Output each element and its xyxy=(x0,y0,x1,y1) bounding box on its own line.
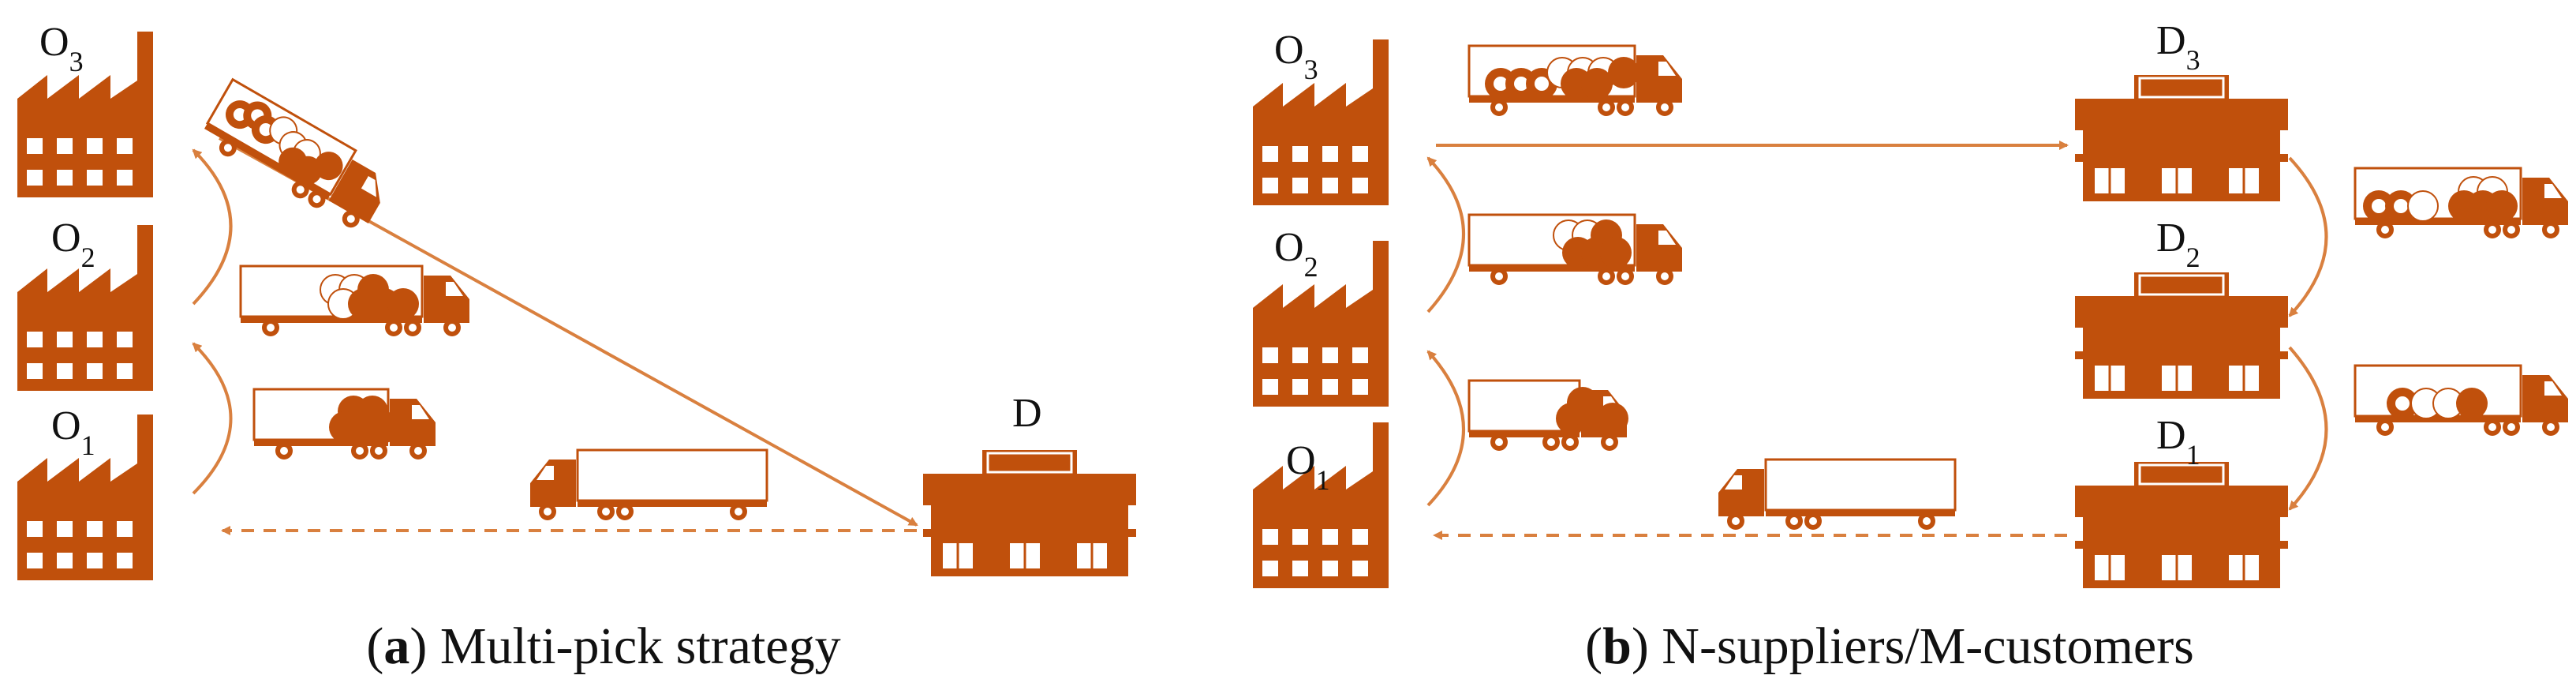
truck-loaded-o2-a xyxy=(239,264,469,336)
warehouse-d-a xyxy=(923,450,1136,576)
origin-label-o2-b: O2 xyxy=(1274,225,1318,283)
caption-a: (a) Multi-pick strategy xyxy=(366,617,840,675)
warehouse-d2-b xyxy=(2075,272,2288,399)
destination-label-d1-b: D1 xyxy=(2156,413,2200,471)
truck-loaded-o2-b xyxy=(1467,213,1682,285)
origin-label-o3-a: O3 xyxy=(39,20,84,77)
truck-empty-return-b xyxy=(1718,458,1957,530)
truck-partial-d3-d2-b xyxy=(2354,167,2568,238)
destination-label-d-a: D xyxy=(1012,391,1042,436)
origin-label-o1-b: O1 xyxy=(1286,438,1330,496)
factory-o3-a xyxy=(17,32,153,197)
factory-o3-b xyxy=(1253,39,1389,205)
origin-label-o1-a: O1 xyxy=(51,403,95,461)
warehouse-d1-b xyxy=(2075,462,2288,588)
truck-loaded-o3-a xyxy=(204,77,380,228)
factory-o1-b xyxy=(1253,422,1389,588)
truck-loaded-o1-a xyxy=(252,388,436,460)
pickup-arc-o1-o2-b xyxy=(1426,350,1465,507)
origin-label-o3-b: O3 xyxy=(1274,28,1318,85)
factory-o2-b xyxy=(1253,241,1389,407)
pickup-arc-o1-o2-a xyxy=(192,342,233,495)
destination-label-d3-b: D3 xyxy=(2156,18,2200,76)
truck-partial-d2-d1-b xyxy=(2354,364,2568,436)
destination-label-d2-b: D2 xyxy=(2156,216,2200,273)
delivery-arc-d2-d1-b xyxy=(2288,346,2328,511)
truck-loaded-o1-b xyxy=(1467,379,1628,451)
factory-o1-a xyxy=(17,415,153,580)
caption-b: (b) N-suppliers/M-customers xyxy=(1585,617,2194,675)
factory-o2-a xyxy=(17,225,153,391)
origin-label-o2-a: O2 xyxy=(51,216,95,273)
warehouse-d3-b xyxy=(2075,75,2288,201)
truck-loaded-o3-b xyxy=(1467,44,1682,116)
pickup-arc-o2-o3-a xyxy=(192,148,233,306)
delivery-arc-d3-d2-b xyxy=(2288,156,2328,317)
pickup-arc-o2-o3-b xyxy=(1426,156,1465,313)
truck-empty-return-a xyxy=(530,448,768,520)
